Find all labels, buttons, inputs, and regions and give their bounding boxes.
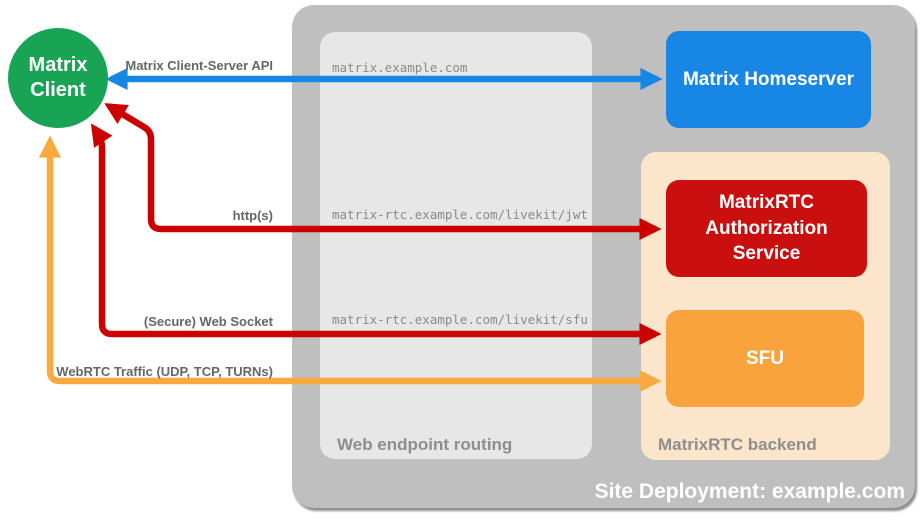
matrix-client-node: Matrix Client bbox=[8, 28, 108, 128]
edge-label-websocket: (Secure) Web Socket bbox=[143, 314, 273, 329]
site-deployment-title: Site Deployment: example.com bbox=[594, 480, 905, 503]
route-livekit-jwt: matrix-rtc.example.com/livekit/jwt bbox=[332, 207, 588, 222]
web-endpoint-routing-container bbox=[320, 32, 592, 459]
matrixrtc-backend-label: MatrixRTC backend bbox=[658, 435, 817, 454]
matrixrtc-auth-service-node: MatrixRTC Authorization Service bbox=[666, 180, 867, 277]
route-livekit-sfu: matrix-rtc.example.com/livekit/sfu bbox=[332, 312, 588, 327]
route-matrix-example-com: matrix.example.com bbox=[332, 60, 468, 75]
matrix-homeserver-label: Matrix Homeserver bbox=[682, 68, 855, 90]
sfu-label: SFU bbox=[746, 347, 784, 369]
matrix-client-label-line2: Client bbox=[30, 79, 86, 101]
matrixrtc-auth-service-label: MatrixRTC Authorization Service bbox=[705, 192, 828, 265]
web-endpoint-routing-label: Web endpoint routing bbox=[337, 435, 513, 454]
edge-label-https: http(s) bbox=[232, 208, 273, 223]
edge-label-client-server-api: Matrix Client-Server API bbox=[125, 58, 273, 73]
sfu-node: SFU bbox=[666, 310, 864, 407]
matrix-client-label-line1: Matrix bbox=[28, 54, 88, 76]
edge-label-webrtc: WebRTC Traffic (UDP, TCP, TURNs) bbox=[56, 364, 273, 379]
matrix-homeserver-node: Matrix Homeserver bbox=[666, 31, 871, 128]
